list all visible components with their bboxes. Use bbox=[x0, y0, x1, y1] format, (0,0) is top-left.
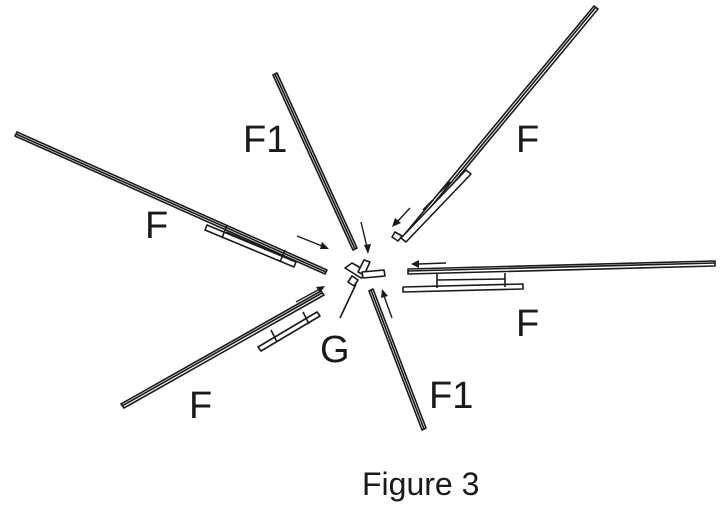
pole-f1-bottom bbox=[368, 288, 427, 431]
arrow-f-right bbox=[411, 260, 447, 268]
label-g-connector: G bbox=[320, 329, 350, 371]
arrow-f1-bottom bbox=[381, 289, 393, 319]
label-f1-bottom: F1 bbox=[429, 375, 473, 417]
label-f-left: F bbox=[145, 205, 168, 247]
label-f-right: F bbox=[516, 303, 539, 345]
label-f-top-right: F bbox=[516, 119, 539, 161]
arrow-f-top-right bbox=[392, 207, 411, 227]
arrow-f1-top bbox=[360, 221, 371, 254]
arrow-f-bottom-left bbox=[295, 286, 325, 303]
pole-f-right bbox=[402, 260, 716, 293]
connector-g bbox=[339, 259, 386, 319]
label-f-bottom-left: F bbox=[189, 385, 212, 427]
pole-f-left bbox=[14, 131, 328, 275]
arrow-f-left bbox=[296, 235, 329, 249]
figure-caption: Figure 3 bbox=[362, 466, 479, 502]
label-f1-top: F1 bbox=[243, 119, 287, 161]
pole-f1-top bbox=[272, 72, 358, 251]
pole-f-bottom-left bbox=[120, 290, 325, 409]
pole-f-top-right bbox=[391, 5, 599, 243]
